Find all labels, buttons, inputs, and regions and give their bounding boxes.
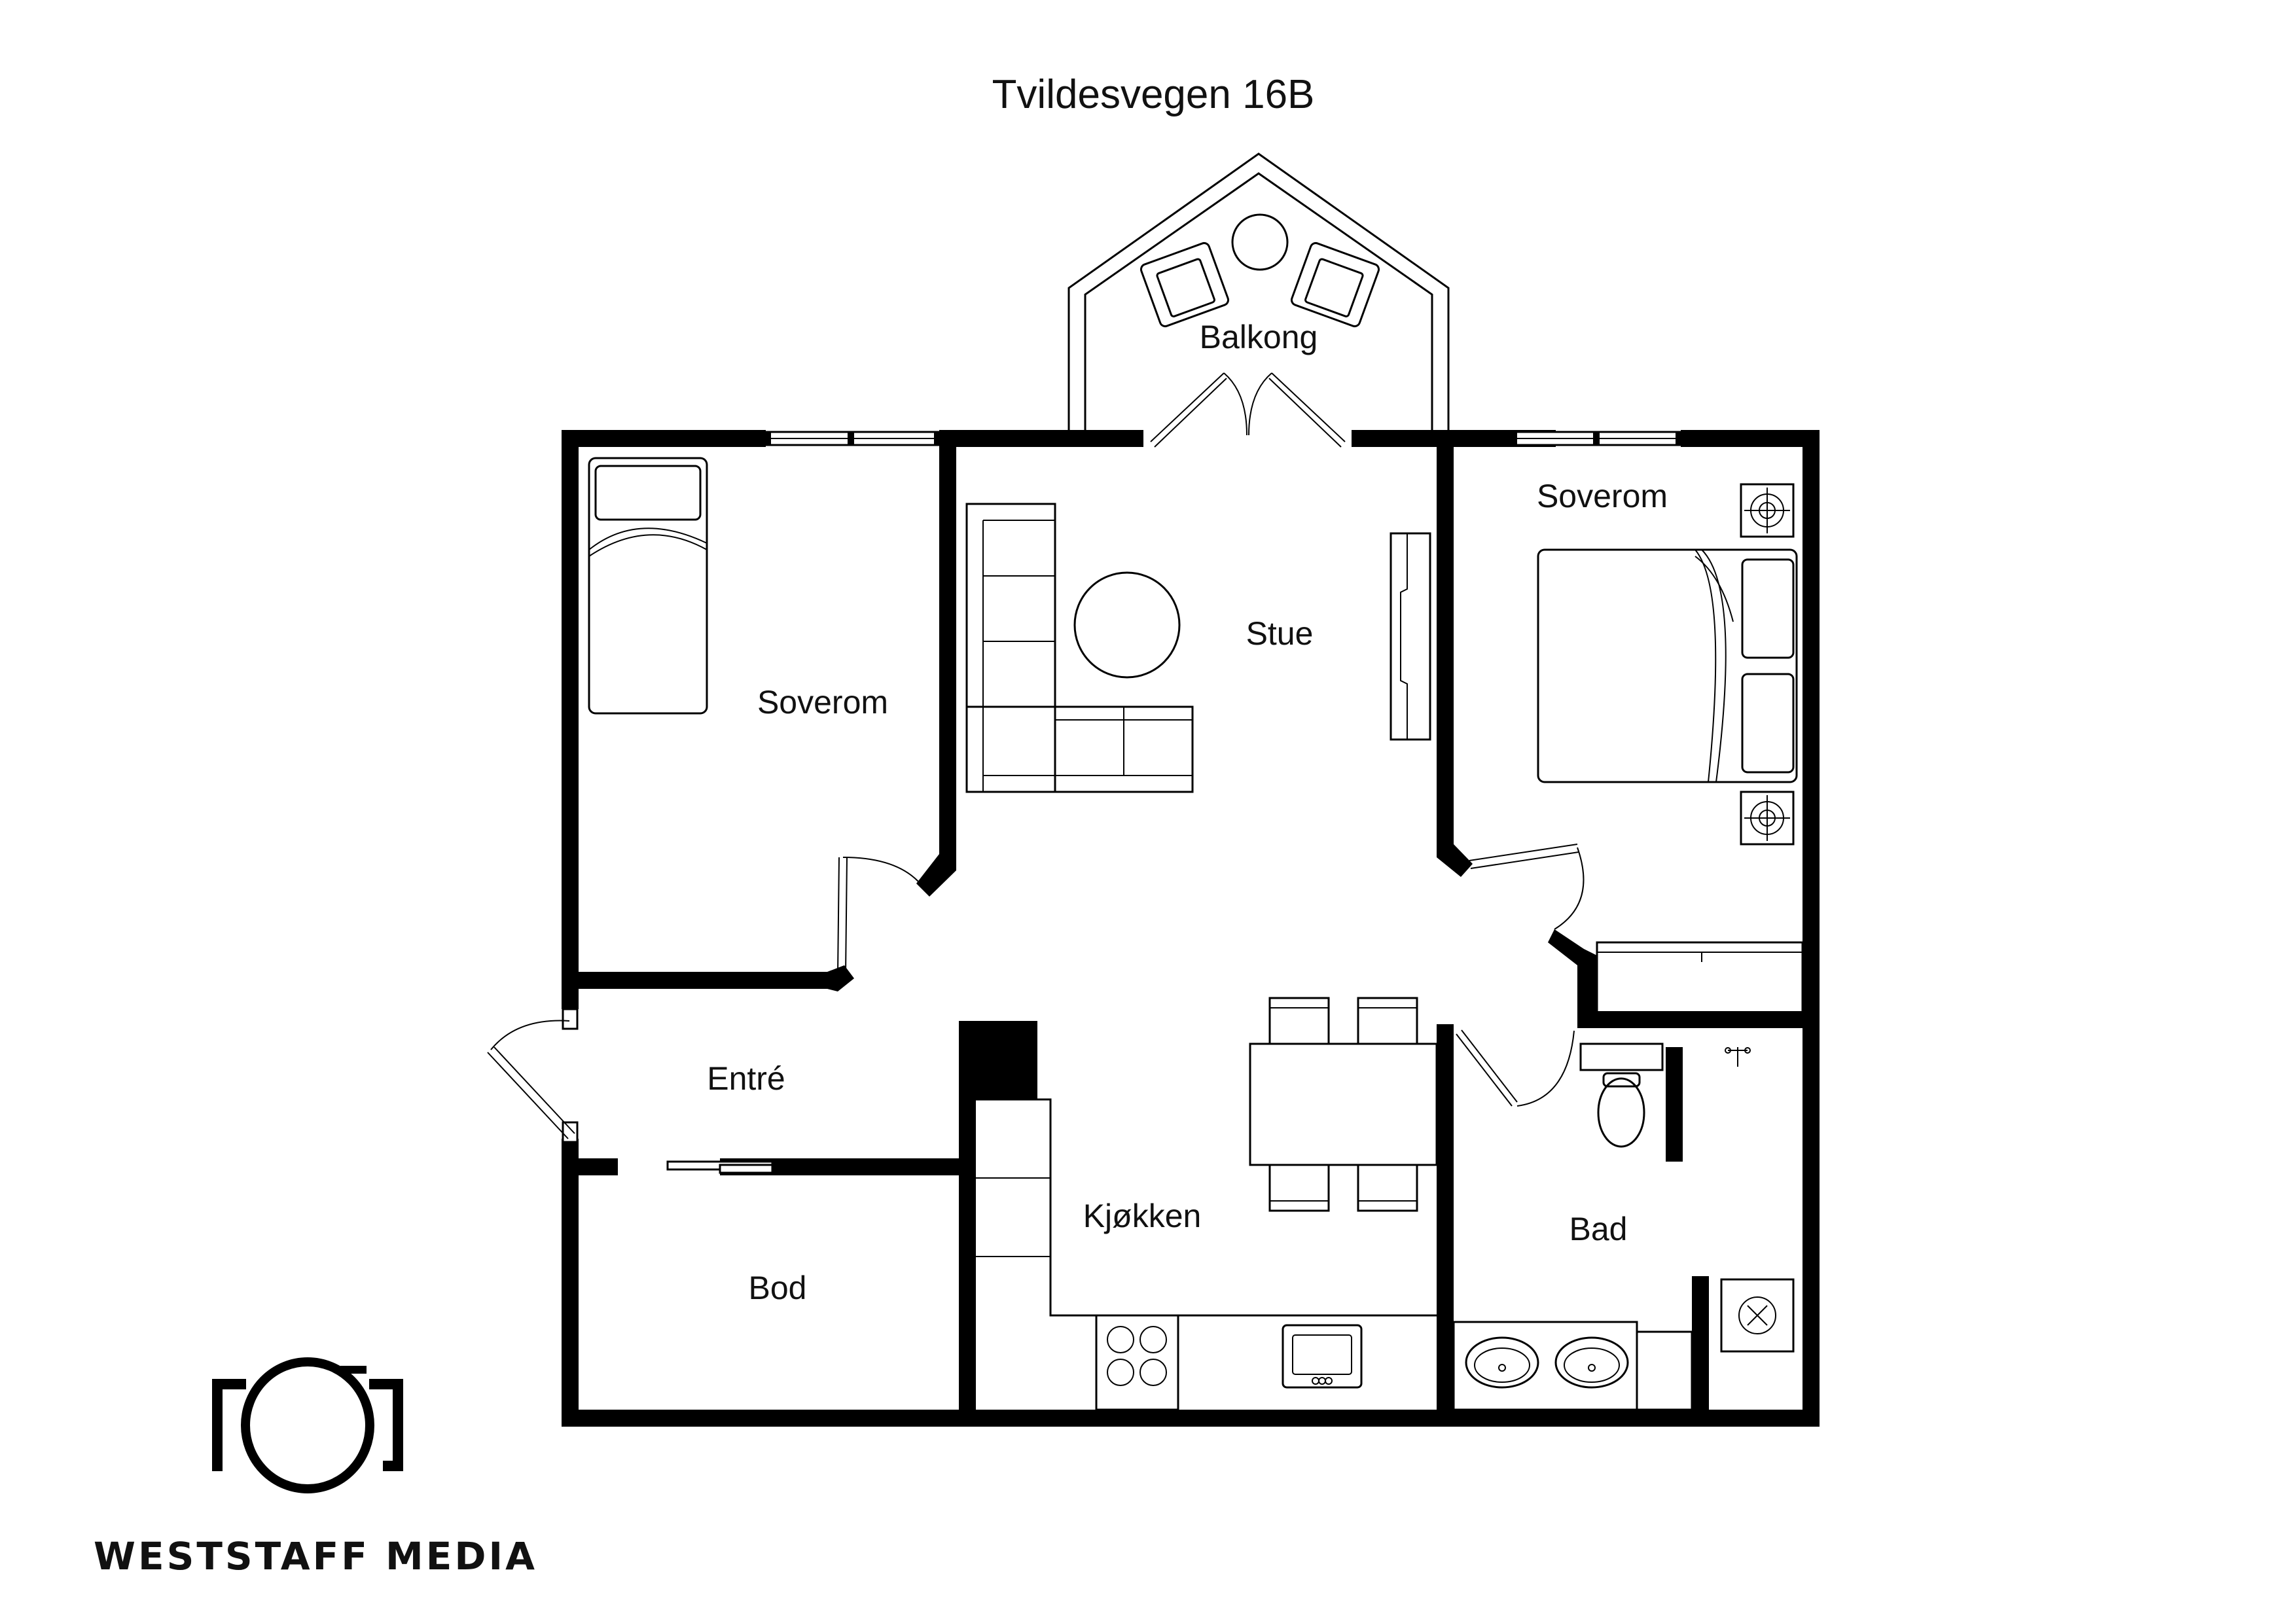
double-bed bbox=[1537, 548, 1798, 783]
nightstand-top bbox=[1740, 483, 1795, 538]
balcony-chair-left bbox=[1139, 241, 1230, 328]
room-label-bedroom-left: Soverom bbox=[757, 684, 888, 721]
shower-drain-icon bbox=[1720, 1278, 1795, 1353]
room-label-entry: Entré bbox=[707, 1060, 785, 1097]
toilet-icon bbox=[1579, 1043, 1664, 1148]
kitchen-counter bbox=[976, 1098, 1437, 1411]
balcony bbox=[1067, 152, 1450, 448]
left-bedroom-door bbox=[837, 857, 924, 976]
balcony-door bbox=[1150, 372, 1346, 448]
room-label-living: Stue bbox=[1246, 615, 1314, 652]
bathroom-sink-right-icon bbox=[1554, 1336, 1629, 1389]
window-right-bedroom bbox=[1511, 431, 1682, 446]
bathroom-vanity bbox=[1452, 1321, 1693, 1411]
camera-logo-icon bbox=[212, 1357, 403, 1493]
doors bbox=[487, 844, 1585, 1174]
weststaff-logo: WESTSTAFF MEDIA bbox=[94, 1357, 537, 1578]
wardrobe bbox=[1596, 941, 1804, 1016]
room-label-kitchen: Kjøkken bbox=[1083, 1198, 1202, 1234]
plan-title: Tvildesvegen 16B bbox=[992, 72, 1315, 117]
room-label-bedroom-right: Soverom bbox=[1537, 478, 1668, 514]
room-label-bathroom: Bad bbox=[1570, 1211, 1628, 1247]
window-left-bedroom bbox=[764, 431, 941, 446]
room-label-balcony: Balkong bbox=[1200, 319, 1318, 355]
bathroom-sink-left-icon bbox=[1465, 1336, 1539, 1389]
balcony-chair-right bbox=[1290, 241, 1380, 328]
balcony-table bbox=[1231, 213, 1289, 271]
dining-set bbox=[1249, 997, 1438, 1212]
storage-door bbox=[666, 1160, 774, 1174]
tap-icon bbox=[1725, 1047, 1751, 1067]
tv-unit bbox=[1390, 532, 1431, 741]
coffee-table bbox=[1073, 571, 1181, 679]
room-label-storage: Bod bbox=[749, 1270, 807, 1306]
single-bed bbox=[588, 457, 708, 715]
nightstand-bottom bbox=[1740, 791, 1795, 846]
corner-sofa bbox=[965, 503, 1194, 793]
right-bedroom-door bbox=[1469, 844, 1585, 930]
bathroom-door bbox=[1456, 1029, 1575, 1107]
logo-text: WESTSTAFF MEDIA bbox=[94, 1534, 537, 1578]
windows bbox=[764, 431, 1682, 446]
entry-door bbox=[487, 1008, 579, 1143]
stove-icon bbox=[1107, 1326, 1167, 1386]
kitchen-sink-icon bbox=[1282, 1324, 1363, 1389]
